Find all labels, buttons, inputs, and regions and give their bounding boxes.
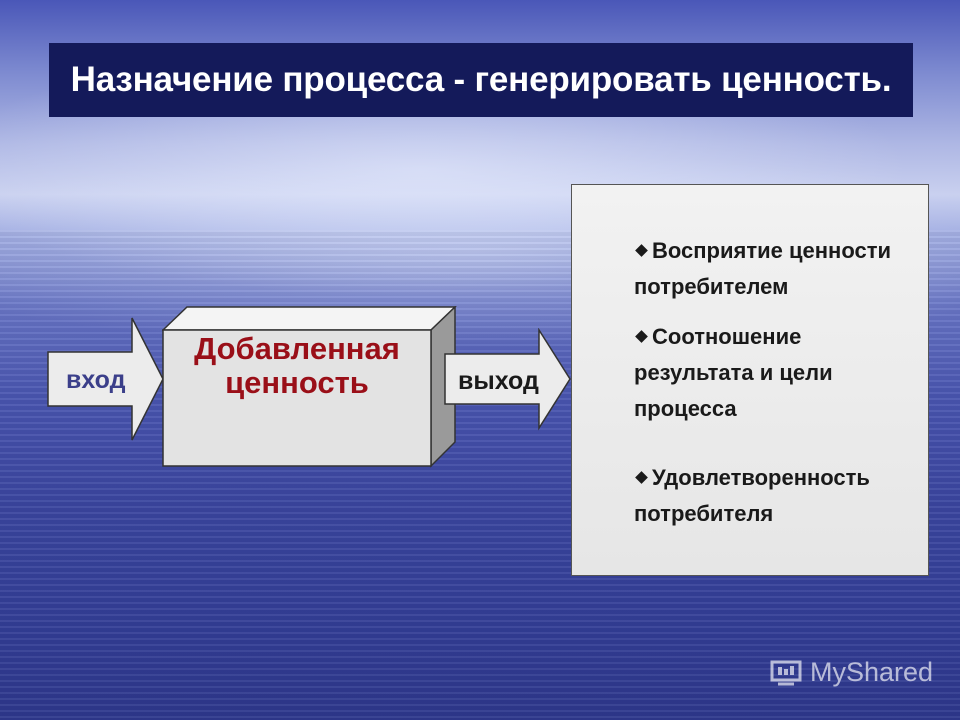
diamond-bullet-icon bbox=[635, 470, 648, 484]
value-added-text: Добавленная ценность bbox=[164, 332, 430, 400]
box-line-2: ценность bbox=[225, 365, 369, 400]
output-arrow bbox=[444, 328, 571, 431]
results-panel: Восприятие ценности потребителем Соотнош… bbox=[571, 184, 929, 576]
input-label: вход bbox=[66, 366, 126, 394]
slide-title: Назначение процесса - генерировать ценно… bbox=[70, 60, 892, 99]
list-item: Удовлетворенность потребителя bbox=[634, 465, 870, 526]
list-item: Восприятие ценности потребителем bbox=[634, 238, 892, 299]
watermark: MyShared bbox=[768, 654, 933, 690]
input-arrow bbox=[47, 317, 164, 441]
presentation-icon bbox=[770, 660, 802, 686]
box-line-1: Добавленная bbox=[194, 331, 400, 366]
output-label: выход bbox=[458, 367, 539, 395]
title-bar: Назначение процесса - генерировать ценно… bbox=[49, 43, 913, 117]
list-item: Соотношение результата и цели процесса bbox=[634, 324, 833, 421]
diamond-bullet-icon bbox=[635, 243, 648, 257]
value-added-box bbox=[162, 306, 457, 468]
diamond-bullet-icon bbox=[635, 329, 648, 343]
watermark-text: MyShared bbox=[810, 656, 934, 687]
